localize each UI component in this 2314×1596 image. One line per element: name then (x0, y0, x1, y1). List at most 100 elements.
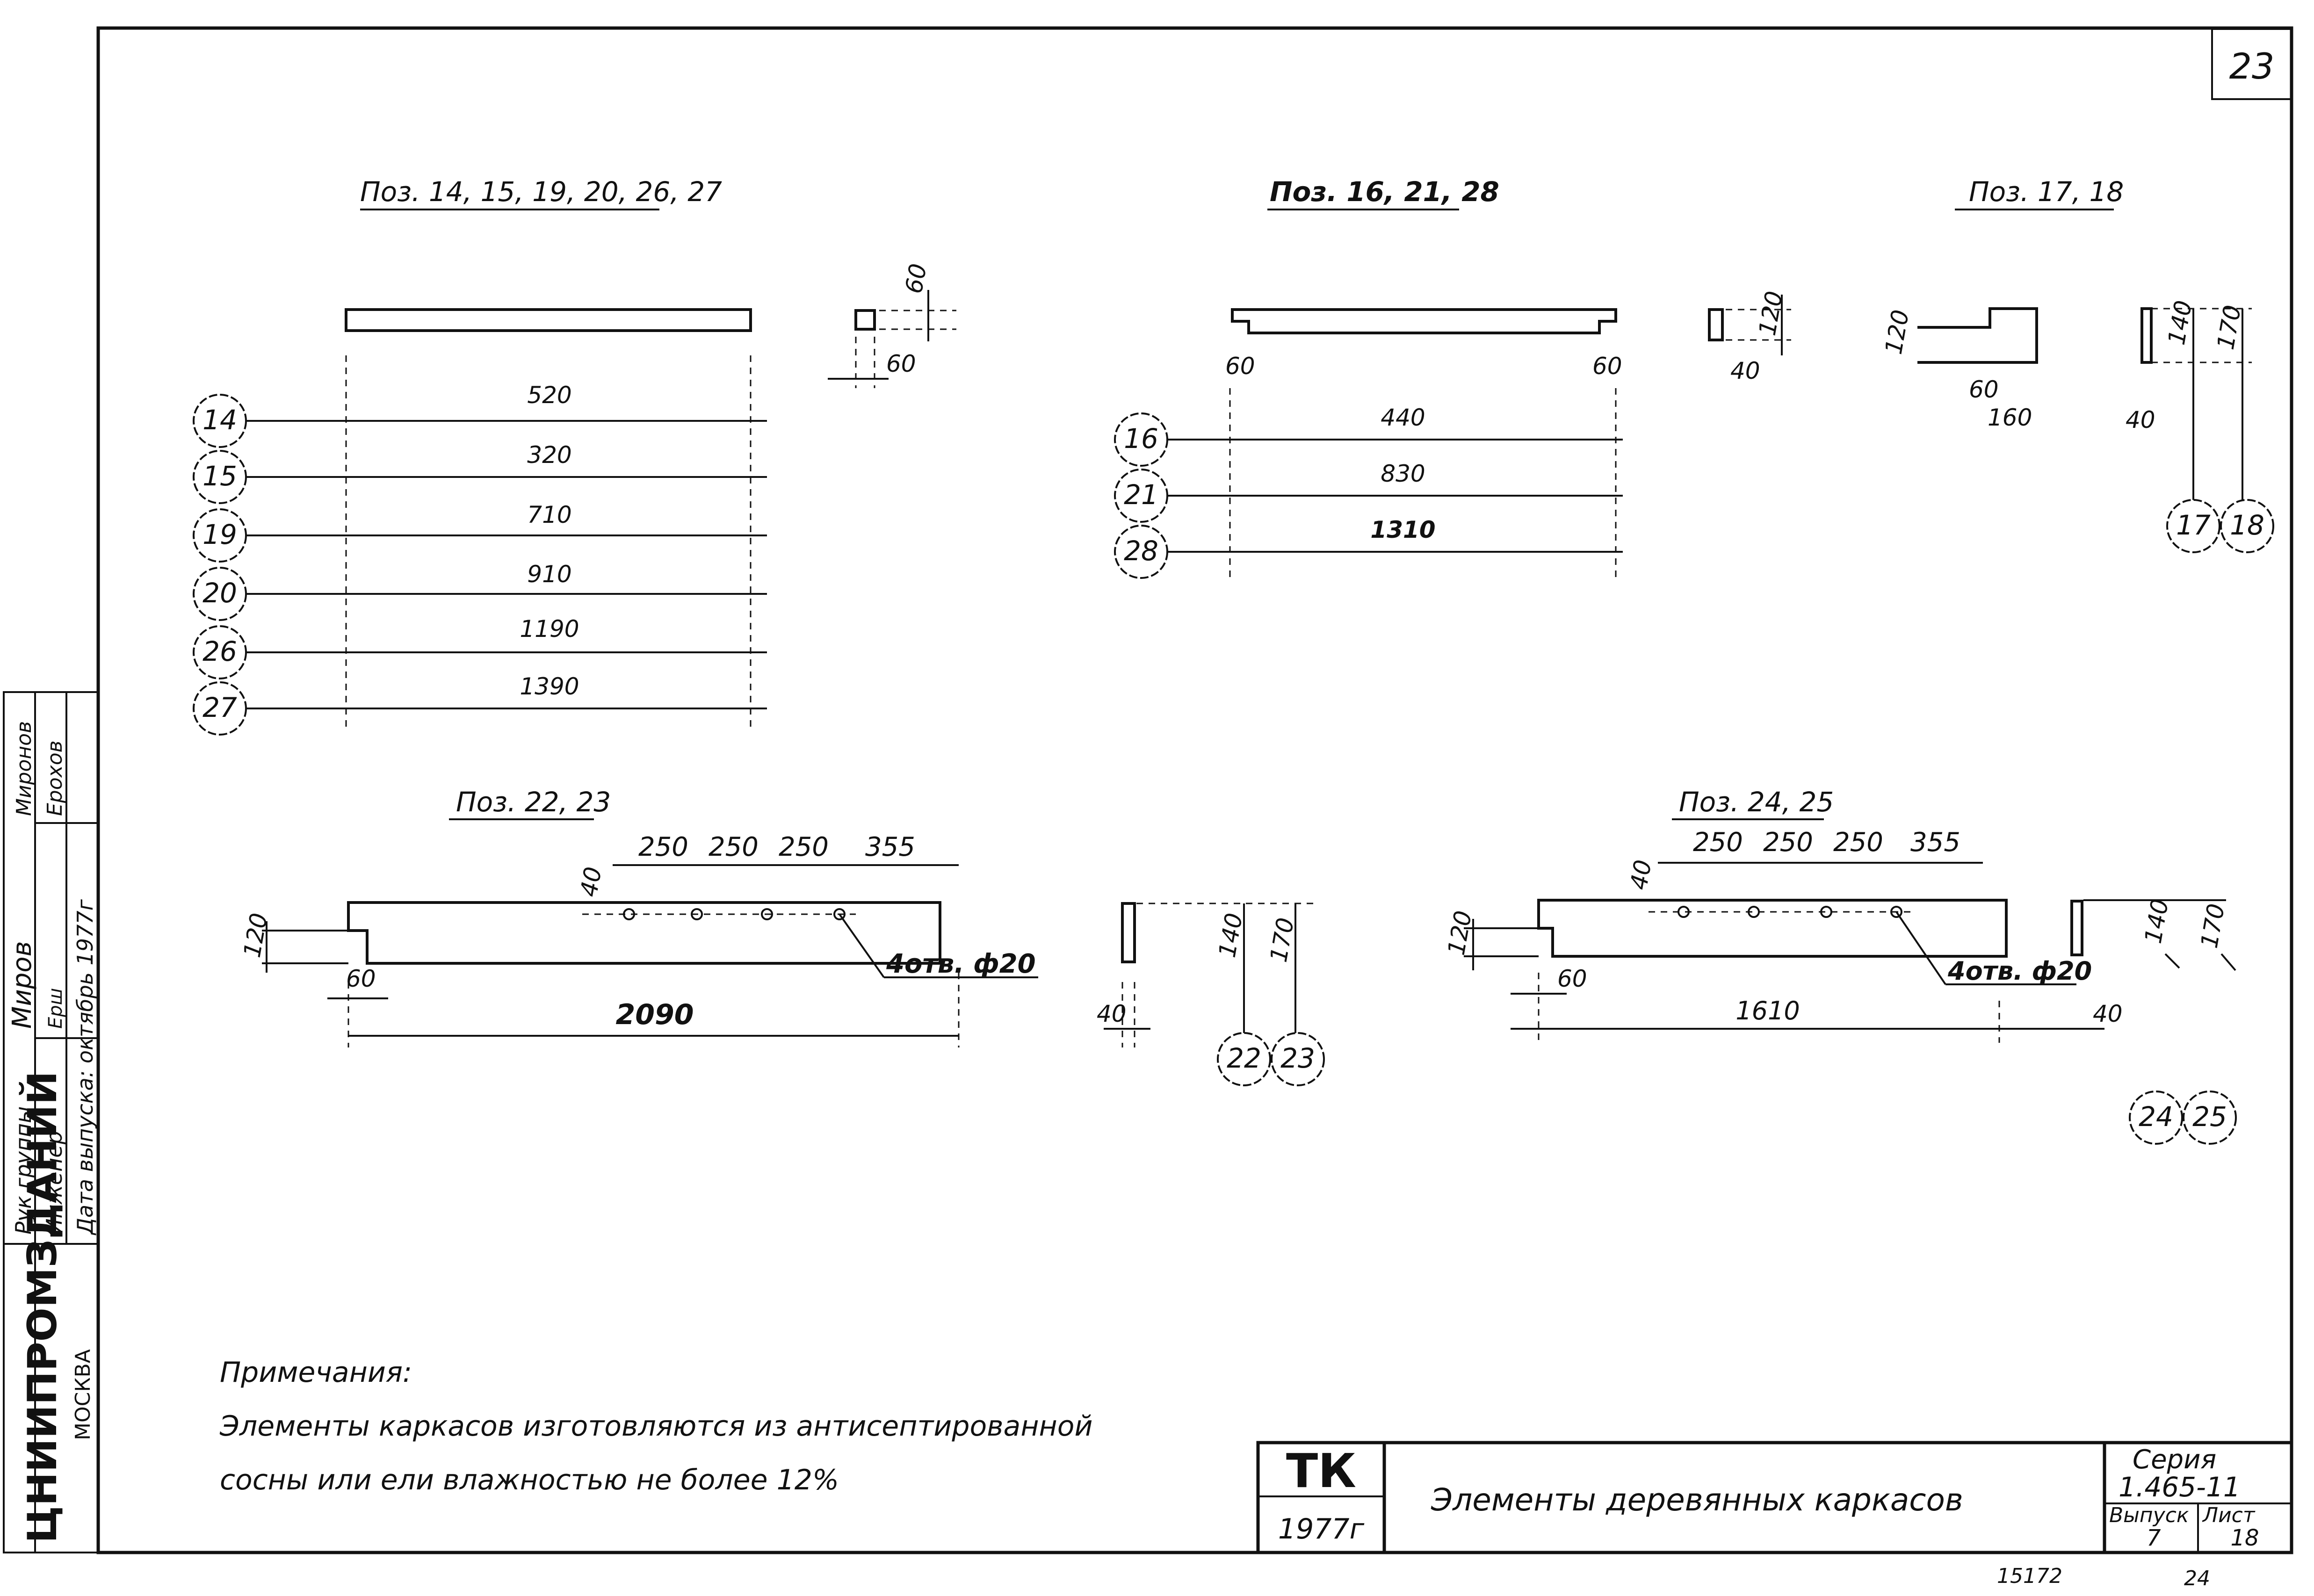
caption-g4: Поз. 22, 23 (456, 786, 611, 818)
svg-text:4отв. ф20: 4отв. ф20 (886, 949, 1036, 979)
g3-section (2140, 307, 2153, 364)
svg-text:120: 120 (1443, 909, 1477, 957)
sheet-number: 23 (2229, 45, 2275, 87)
svg-text:250: 250 (1763, 827, 1813, 858)
svg-text:60: 60 (1969, 376, 1999, 403)
svg-text:2090: 2090 (616, 998, 694, 1031)
sheet-frame (96, 26, 2293, 1554)
svg-text:27: 27 (202, 692, 237, 723)
stamp-role-2: Инженер (42, 1131, 67, 1235)
svg-text:60: 60 (1557, 965, 1587, 992)
svg-text:24: 24 (2139, 1101, 2173, 1133)
stamp-date: Дата выпуска: октябрь 1977г (72, 899, 98, 1235)
svg-text:160: 160 (1988, 404, 2032, 431)
svg-text:250: 250 (779, 832, 829, 862)
g1-section-w: 60 (886, 350, 916, 377)
stamp-name-2: Ерохов (43, 740, 67, 816)
footer-right: 24 (2184, 1567, 2210, 1590)
svg-text:440: 440 (1381, 404, 1425, 431)
svg-text:40: 40 (2126, 406, 2155, 433)
tb-tk: ТК (1286, 1444, 1356, 1498)
svg-text:40: 40 (1730, 357, 1760, 384)
tb-title: Элементы деревянных каркасов (1431, 1482, 1963, 1518)
svg-text:40: 40 (1097, 1000, 1127, 1027)
g1-row-14: 14 520 (193, 382, 767, 448)
sheet-number-box (2211, 28, 2292, 100)
title-block: ТК 1977г Элементы деревянных каркасов Се… (1256, 1441, 2293, 1554)
svg-text:250: 250 (638, 832, 688, 862)
g2-row-16: 16 440 (1114, 404, 1623, 467)
caption-g1: Поз. 14, 15, 19, 20, 26, 27 (360, 176, 722, 208)
svg-text:28: 28 (1124, 535, 1158, 567)
g2-part-elevation (1231, 308, 1617, 334)
svg-text:19: 19 (202, 519, 237, 550)
side-stamp: ЦНИИПРОМЗДАНИЙ МОСКВА Рук группы Миров М… (3, 691, 99, 1553)
group-3: Поз. 17, 18 120 60 160 140 170 40 17 18 (1880, 176, 2274, 553)
group-2: Поз. 16, 21, 28 60 60 120 40 16 440 21 8… (1114, 176, 1791, 580)
svg-text:60: 60 (1225, 353, 1255, 380)
svg-text:1310: 1310 (1370, 516, 1435, 543)
svg-text:320: 320 (527, 441, 571, 469)
g3-part-elevation (1917, 307, 2038, 364)
stamp-sign-2: Ерш (45, 988, 66, 1029)
svg-text:4отв. ф20: 4отв. ф20 (1947, 956, 2092, 986)
footer-left: 15172 (1997, 1564, 2062, 1588)
tb-sheet-label: Лист (2202, 1503, 2256, 1527)
svg-text:21: 21 (1124, 479, 1158, 511)
svg-text:170: 170 (2196, 902, 2230, 950)
svg-text:25: 25 (2192, 1101, 2227, 1133)
svg-text:140: 140 (1214, 911, 1248, 960)
group-5: Поз. 24, 25 250 250 250 355 40 4отв. ф20… (1443, 786, 2237, 1145)
svg-text:20: 20 (202, 577, 237, 609)
stamp-sign-1: Миров (7, 941, 37, 1029)
svg-text:140: 140 (2163, 298, 2198, 347)
notes-line-2: сосны или ели влажностью не более 12% (220, 1464, 839, 1496)
svg-text:14: 14 (202, 404, 237, 436)
svg-text:60: 60 (1592, 353, 1622, 380)
svg-text:250: 250 (709, 832, 759, 862)
svg-text:40: 40 (2093, 1000, 2123, 1027)
notes-title: Примечания: (220, 1356, 412, 1389)
g5-section (2070, 900, 2083, 956)
g2-row-28: 28 1310 (1114, 516, 1623, 579)
g1-row-20: 20 910 (193, 561, 767, 621)
g1-row-27: 27 1390 (193, 673, 767, 736)
svg-text:250: 250 (1833, 827, 1883, 858)
group-4: Поз. 22, 23 250 250 250 355 40 4отв. ф20… (239, 786, 1325, 1086)
svg-text:1190: 1190 (520, 615, 579, 643)
svg-text:170: 170 (2212, 303, 2247, 352)
svg-text:710: 710 (527, 501, 571, 528)
caption-g2: Поз. 16, 21, 28 (1270, 176, 1499, 208)
g1-row-19: 19 710 (193, 501, 767, 563)
tb-series-value: 1.465-11 (2119, 1471, 2241, 1503)
svg-text:23: 23 (1280, 1042, 1315, 1074)
svg-text:830: 830 (1381, 460, 1425, 487)
g2-row-21: 21 830 (1114, 460, 1623, 523)
g1-section-h: 60 (900, 261, 932, 296)
svg-text:40: 40 (1625, 858, 1657, 892)
svg-text:1390: 1390 (520, 673, 579, 700)
tb-year: 1977г (1278, 1513, 1365, 1545)
notes: Примечания: Элементы каркасов изготовляю… (219, 1356, 1092, 1496)
svg-text:40: 40 (575, 865, 607, 899)
tb-issue-label: Выпуск (2109, 1503, 2189, 1527)
svg-text:16: 16 (1124, 423, 1158, 455)
svg-text:22: 22 (1227, 1042, 1261, 1074)
stamp-role-1: Рук группы (11, 1106, 36, 1235)
svg-text:17: 17 (2176, 509, 2211, 541)
stamp-org: ЦНИИПРОМЗДАНИЙ (19, 1071, 66, 1543)
svg-text:120: 120 (1880, 308, 1915, 356)
tb-series-label: Серия (2133, 1444, 2216, 1475)
g1-section (854, 309, 876, 331)
tb-issue-value: 7 (2147, 1525, 2161, 1551)
svg-text:15: 15 (202, 460, 237, 492)
svg-text:1610: 1610 (1736, 996, 1800, 1025)
notes-line-1: Элементы каркасов изготовляются из антис… (219, 1410, 1092, 1443)
g1-row-15: 15 320 (193, 441, 767, 504)
g4-section (1121, 902, 1136, 963)
group-1: Поз. 14, 15, 19, 20, 26, 27 60 60 14 520… (193, 176, 956, 736)
svg-text:520: 520 (527, 382, 571, 409)
stamp-city: МОСКВА (71, 1349, 95, 1440)
tb-sheet-value: 18 (2230, 1525, 2259, 1551)
